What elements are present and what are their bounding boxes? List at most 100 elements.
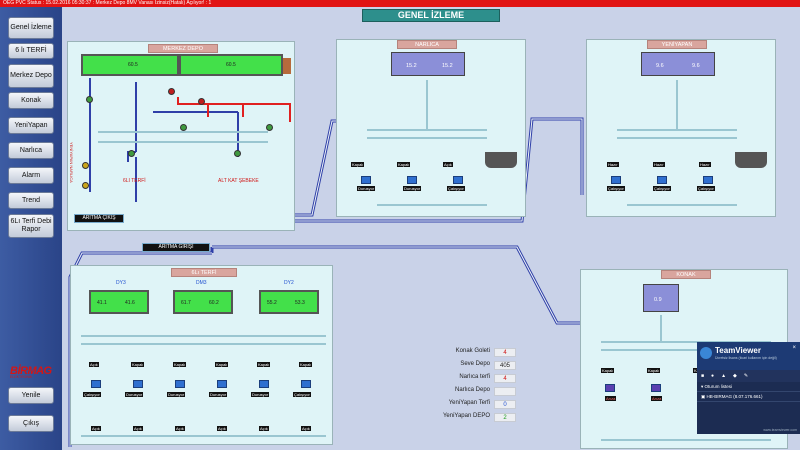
valve-icon[interactable] [234,150,241,157]
pump-icon[interactable] [407,176,417,184]
label-6li-terfi: 6LI TERFİ [123,178,146,184]
summary-label: Narlıca Depo [454,387,490,393]
files-icon[interactable]: ◆ [733,373,737,379]
nav-6li-terfi[interactable]: 6 lı TERFİ [8,43,54,59]
yeniyapan-tank: 9.6 9.6 [641,52,715,76]
narlica-state-1: Kapalı [351,162,365,167]
terfi-mode-2: Durusyor [125,392,144,397]
pump-icon[interactable] [91,380,101,388]
narlica-t2: 15.2 [442,63,453,69]
label-yeniyapan-narlica: YENİYAPAN NARLICA [69,142,74,183]
terfi-state-3: Kapalı [173,362,187,367]
dy3-t2: 41.6 [125,300,135,306]
pump-icon[interactable] [453,176,463,184]
dy2-t1: 55.2 [267,300,277,306]
valve-icon[interactable] [128,150,135,157]
nav-narlica[interactable]: Narlıca [8,142,54,159]
video-icon[interactable]: ■ [701,373,705,379]
logo-text: BİRMAG [10,365,52,377]
mic-icon[interactable]: ● [711,373,715,379]
summary-value: 2 [494,413,516,422]
pump-icon[interactable] [651,384,661,392]
logo-sub: ELEKTRONİK [10,375,33,379]
summary-row: YeniYapan Terfi 0 [412,400,562,410]
merkez-tank-2-value: 60.5 [226,62,236,68]
pump-icon[interactable] [301,380,311,388]
pump-icon[interactable] [133,380,143,388]
merkez-tank-2: 60.5 [179,54,283,76]
terfi-mode-4: Durusyor [209,392,228,397]
valve-icon[interactable] [180,124,187,131]
partner-row[interactable]: ▣ HB-BIRMAG (8.07.176.661) [697,392,800,402]
teamviewer-name: TeamViewer [715,346,761,355]
reservoir-icon [485,152,517,168]
nav-genel-izleme[interactable]: Genel İzleme [8,17,54,39]
nav-konak[interactable]: Konak [8,92,54,109]
pump-icon[interactable] [217,380,227,388]
narlica-state-3: Açık [443,162,453,167]
pump-icon[interactable] [657,176,667,184]
konak-title: KONAK [661,270,711,279]
summary-value: 0 [494,400,516,409]
exit-button[interactable]: Çıkış [8,415,54,432]
pump-icon[interactable] [361,176,371,184]
narlica-mode-3: Çalışıyor [447,186,465,191]
close-icon[interactable]: × [792,345,796,351]
pump-icon[interactable] [611,176,621,184]
konak-mode-2: Arıza [651,396,663,401]
settings-icon[interactable]: ✎ [743,373,749,379]
dm3-name: DM3 [196,280,207,286]
nav-merkez-depo[interactable]: Merkez Depo [8,64,54,88]
pump-icon[interactable] [259,380,269,388]
dy2-name: DY2 [284,280,294,286]
narlica-mode-2: Durusyor [403,186,422,191]
pump-icon[interactable] [175,380,185,388]
narlica-mode-1: Durusyor [357,186,376,191]
valve-icon[interactable] [168,88,175,95]
partner-label: HB-BIRMAG (8.07.176.661) [706,394,763,399]
label-alt-kat: ALT KAT ŞEBEKE [218,178,259,184]
session-list-row[interactable]: ▾ Oturum listesi [697,382,800,392]
dy2-tank: 55.2 53.3 [259,290,319,314]
nav-debi-rapor[interactable]: 6Lı Terfi Debi Rapor [8,214,54,238]
summary-value: 4 [494,374,516,383]
terfi-mode-1: Çalışıyor [83,392,101,397]
summary-value: 405 [494,361,516,370]
nav-trend[interactable]: Trend [8,192,54,209]
summary-label: YeniYapan Terfi [448,400,490,406]
narlica-panel: NARLICA 15.2 15.2 Kapalı Kapalı Açık Dur… [336,39,526,217]
terfi-mode-5: Durusyor [251,392,270,397]
yeniyapan-state-3: Hazır [699,162,711,167]
refresh-button[interactable]: Yenile [8,387,54,404]
yeniyapan-title: YENİYAPAN [647,40,707,49]
chat-icon[interactable]: ▲ [721,373,727,379]
nav-alarm[interactable]: Alarm [8,167,54,184]
valve-icon[interactable] [82,162,89,169]
teamviewer-footer[interactable]: www.teamviewer.com [763,428,797,432]
page-title: GENEL İZLEME [362,9,500,22]
terfi-mode-3: Durusyor [167,392,186,397]
main-area: GENEL İZLEME MERKEZ DEPO 60.5 60.5 [62,7,800,450]
terfi-state-4: Kapalı [215,362,229,367]
dy3-name: DY3 [116,280,126,286]
nav-yeniyapan[interactable]: YeniYapan [8,117,54,134]
ladder-icon [283,58,291,74]
terfi-state-1: Açık [89,362,99,367]
merkez-tank-1-value: 60.5 [128,62,138,68]
konak-tank: 0.9 [643,284,679,312]
terfi-panel: 6Lı TERFİ DY3 DM3 DY2 41.1 41.6 61.7 60.… [70,265,333,445]
terfi-state-6: Kapalı [299,362,313,367]
teamviewer-header: TeamViewer Ücretsiz lisans (ticari kulla… [697,342,800,370]
narlica-tank: 15.2 15.2 [391,52,465,76]
session-list-label: Oturum listesi [704,384,733,389]
valve-icon[interactable] [86,96,93,103]
yeniyapan-mode-3: Çalışıyor [697,186,715,191]
merkez-title: MERKEZ DEPO [148,44,218,53]
valve-icon[interactable] [266,124,273,131]
pump-icon[interactable] [605,384,615,392]
valve-icon[interactable] [82,182,89,189]
teamviewer-window[interactable]: TeamViewer Ücretsiz lisans (ticari kulla… [697,342,800,434]
valve-icon[interactable] [198,98,205,105]
pump-icon[interactable] [703,176,713,184]
konak-state-2: Kapalı [647,368,661,373]
